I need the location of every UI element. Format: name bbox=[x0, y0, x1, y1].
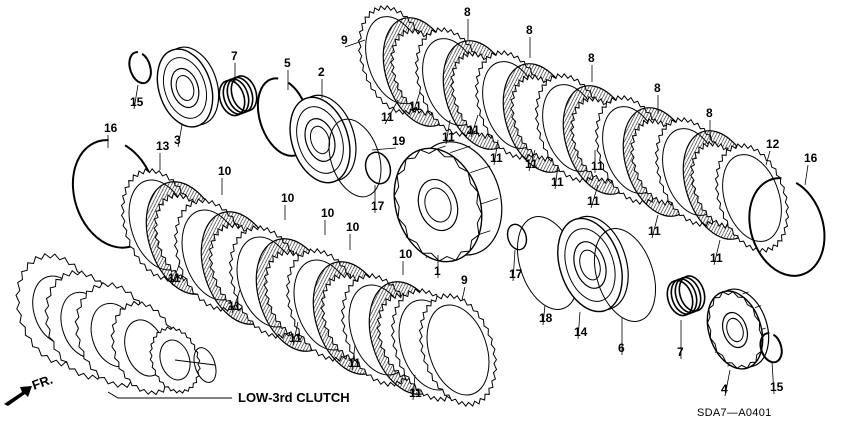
callout-13: 13 bbox=[156, 139, 170, 153]
callout-10: 10 bbox=[218, 164, 232, 178]
callout-leader bbox=[713, 239, 721, 266]
callout-11: 11 bbox=[409, 386, 422, 400]
callout-7: 7 bbox=[677, 345, 684, 359]
callout-16: 16 bbox=[104, 121, 118, 135]
o-ring-17-lower bbox=[506, 223, 528, 251]
snap-ring-16-right bbox=[748, 177, 826, 277]
callout-leader bbox=[461, 286, 466, 301]
spring-7-top bbox=[218, 75, 258, 117]
callout-leader bbox=[542, 304, 546, 326]
callout-leader bbox=[804, 164, 809, 186]
callout-leader bbox=[651, 214, 659, 239]
callout-8: 8 bbox=[588, 51, 595, 65]
callout-8: 8 bbox=[526, 23, 533, 37]
callout-8: 8 bbox=[464, 5, 471, 19]
snap-ring-15-top bbox=[128, 51, 152, 85]
callout-leader bbox=[412, 374, 416, 401]
callout-leader bbox=[528, 149, 536, 172]
callout-11: 11 bbox=[348, 356, 361, 370]
callout-4: 4 bbox=[721, 382, 728, 396]
callout-15: 15 bbox=[130, 95, 144, 109]
callout-leader bbox=[412, 91, 421, 114]
callout-10: 10 bbox=[399, 247, 413, 261]
callout-leader bbox=[577, 311, 581, 340]
callout-11: 11 bbox=[168, 271, 181, 285]
callout-leader bbox=[445, 119, 451, 145]
o-ring-17-top bbox=[364, 151, 392, 185]
callout-leader bbox=[351, 344, 356, 371]
o-ring-19 bbox=[328, 118, 382, 198]
callout-11: 11 bbox=[490, 151, 503, 165]
retainer-4 bbox=[706, 288, 770, 370]
callout-3: 3 bbox=[174, 133, 181, 147]
callout-leader bbox=[590, 184, 599, 209]
callout-leader bbox=[292, 321, 299, 346]
callout-leader bbox=[771, 361, 775, 395]
piston-14 bbox=[557, 215, 629, 313]
callout-leader bbox=[133, 84, 139, 110]
callout-leader bbox=[470, 114, 479, 138]
direction-label: FR. bbox=[30, 372, 55, 393]
spring-7-lower bbox=[666, 275, 706, 317]
clutch-drum-1 bbox=[393, 141, 503, 263]
callout-7: 7 bbox=[231, 49, 238, 63]
callout-6: 6 bbox=[618, 341, 625, 355]
callout-leader bbox=[554, 164, 559, 190]
callout-11: 11 bbox=[409, 99, 422, 113]
callout-11: 11 bbox=[525, 157, 538, 171]
callout-11: 11 bbox=[551, 175, 564, 189]
callout-leader bbox=[384, 99, 399, 125]
front-arrow-icon bbox=[4, 386, 32, 406]
callout-11: 11 bbox=[710, 251, 723, 265]
mainshaft-assembly bbox=[15, 252, 217, 396]
callout-11: 11 bbox=[467, 123, 480, 137]
callout-1: 1 bbox=[434, 264, 441, 278]
callout-11: 11 bbox=[587, 194, 600, 208]
drawing-code: SDA7—A0401 bbox=[697, 407, 772, 419]
piston-3 bbox=[156, 46, 220, 128]
o-ring-6 bbox=[594, 228, 656, 322]
callout-8: 8 bbox=[706, 106, 713, 120]
callout-leader bbox=[493, 139, 499, 166]
callout-17: 17 bbox=[509, 267, 523, 281]
callout-2: 2 bbox=[318, 65, 325, 79]
callout-9: 9 bbox=[341, 33, 348, 47]
callout-12: 12 bbox=[766, 137, 780, 151]
snap-ring-15-lower bbox=[759, 332, 783, 364]
callout-leader bbox=[171, 261, 181, 286]
callout-11: 11 bbox=[228, 299, 241, 313]
callout-17: 17 bbox=[371, 199, 385, 213]
callout-leader bbox=[765, 150, 771, 166]
callout-leader bbox=[177, 124, 183, 148]
callout-15: 15 bbox=[770, 380, 784, 394]
callout-leader bbox=[371, 147, 397, 151]
callout-10: 10 bbox=[281, 191, 295, 205]
piston-2 bbox=[289, 94, 357, 184]
callout-16: 16 bbox=[804, 151, 818, 165]
callout-5: 5 bbox=[284, 56, 291, 70]
callout-11: 11 bbox=[591, 159, 604, 173]
caption-leader bbox=[107, 391, 232, 399]
callout-leader bbox=[344, 39, 366, 48]
callout-19: 19 bbox=[392, 134, 406, 148]
callout-9: 9 bbox=[461, 273, 468, 287]
callout-14: 14 bbox=[574, 325, 588, 339]
callout-18: 18 bbox=[539, 311, 553, 325]
assembly-caption: LOW-3rd CLUTCH bbox=[238, 390, 350, 405]
left-stack-plate bbox=[418, 293, 498, 407]
callout-10: 10 bbox=[346, 220, 360, 234]
callout-leader bbox=[231, 289, 241, 314]
callout-11: 11 bbox=[442, 130, 455, 144]
callout-leader bbox=[724, 369, 731, 397]
callout-10: 10 bbox=[321, 206, 335, 220]
callout-8: 8 bbox=[654, 81, 661, 95]
callout-11: 11 bbox=[381, 110, 394, 124]
callout-11: 11 bbox=[648, 224, 661, 238]
callout-leader bbox=[512, 249, 516, 282]
callout-11: 11 bbox=[289, 331, 302, 345]
